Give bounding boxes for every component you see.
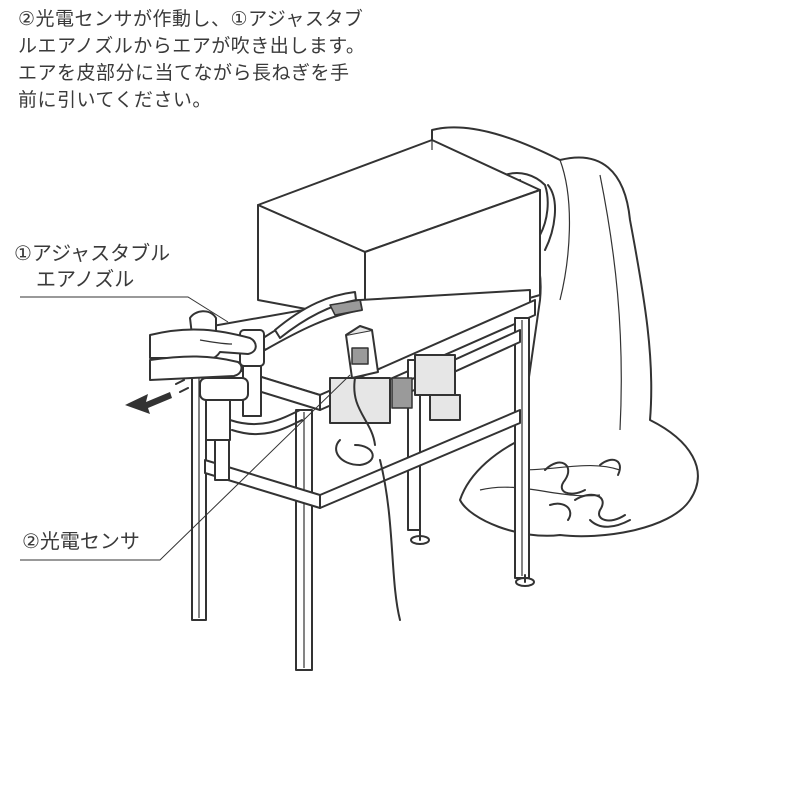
nozzle-callout: ①アジャスタブル エアノズル bbox=[14, 240, 170, 292]
instruction-line: エアを皮部分に当てながら長ねぎを手 bbox=[18, 62, 350, 84]
leek-roots bbox=[544, 458, 631, 528]
nozzle-callout-line2: エアノズル bbox=[36, 267, 135, 291]
instruction-line: 前に引いてください。 bbox=[18, 89, 212, 111]
sensor-leader-line bbox=[20, 374, 351, 561]
instruction-text: ②光電センサが作動し、①アジャスタブ ルエアノズルからエアが吹き出します。 エア… bbox=[18, 6, 438, 114]
cloth-cover bbox=[431, 126, 699, 538]
air-nozzle-pipes bbox=[189, 310, 303, 481]
leek-bundle bbox=[259, 291, 363, 351]
nozzle-callout-line1: ①アジャスタブル bbox=[14, 241, 171, 265]
table-frame bbox=[191, 317, 535, 671]
instruction-line: ルエアノズルからエアが吹き出します。 bbox=[18, 35, 366, 57]
air-direction-arrow bbox=[125, 379, 189, 414]
instruction-line: ②光電センサが作動し、①アジャスタブ bbox=[18, 8, 364, 30]
photoelectric-sensor bbox=[345, 325, 379, 446]
operator-hands bbox=[149, 328, 257, 381]
nozzle-leader-line bbox=[20, 296, 229, 323]
valve-assembly bbox=[329, 354, 461, 621]
sensor-callout: ②光電センサ bbox=[22, 529, 140, 553]
